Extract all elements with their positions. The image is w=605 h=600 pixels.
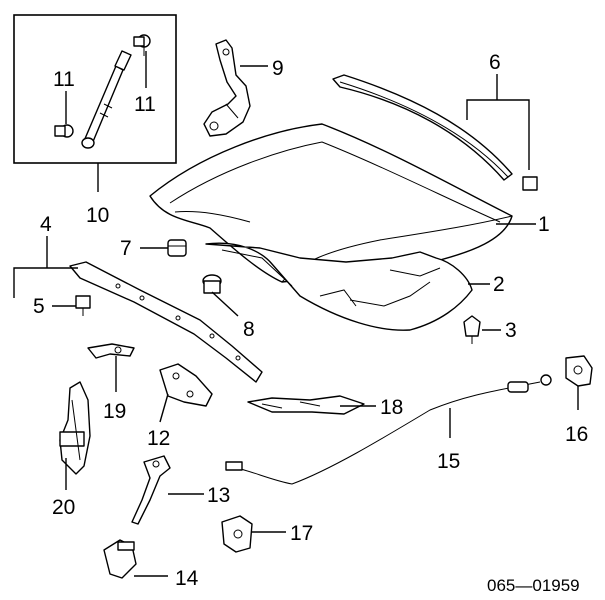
callout-3: 3 [505, 319, 517, 342]
callout-9: 9 [272, 57, 284, 80]
callout-11-right: 11 [134, 93, 156, 116]
safety-hook [131, 455, 171, 525]
leader-12 [159, 393, 169, 423]
callout-19: 19 [103, 400, 126, 423]
hood-striker [103, 539, 137, 579]
callout-20: 20 [52, 496, 75, 519]
callout-7: 7 [120, 237, 132, 260]
callout-17: 17 [290, 522, 313, 545]
kit-box [13, 14, 177, 164]
ball-stud-lower [54, 124, 74, 138]
lock-bracket [87, 343, 135, 359]
hood-cushion [167, 239, 187, 257]
release-lever [247, 395, 365, 415]
callout-8: 8 [243, 318, 255, 341]
hood-bumper [202, 274, 222, 294]
callout-2: 2 [493, 273, 505, 296]
hood-support-strut [81, 50, 132, 149]
callout-6: 6 [489, 51, 501, 74]
callout-11-left: 11 [53, 68, 75, 91]
callout-12: 12 [147, 427, 170, 450]
callout-5: 5 [33, 295, 45, 318]
diagram-code: 065—01959 [487, 576, 580, 595]
lock-support-brace [59, 381, 91, 475]
callout-16: 16 [565, 423, 588, 446]
cable-clamp [221, 515, 253, 553]
callout-13: 13 [207, 484, 230, 507]
callout-14: 14 [175, 567, 199, 590]
callout-1: 1 [538, 213, 550, 236]
lock-support-clip [75, 295, 91, 316]
leader-6 [466, 99, 530, 170]
callout-18: 18 [380, 396, 403, 419]
hood-hinge [203, 39, 251, 137]
hood-panel [149, 123, 513, 283]
callout-4: 4 [40, 213, 52, 236]
hood-insulator [205, 242, 473, 331]
callout-10: 10 [86, 204, 109, 227]
release-handle [565, 355, 593, 387]
leader-4 [13, 267, 78, 298]
push-clip [463, 315, 481, 344]
hood-seal [332, 74, 538, 191]
ball-stud-upper [133, 34, 151, 56]
release-cable [225, 374, 552, 485]
leader-8 [211, 291, 239, 317]
callout-15: 15 [437, 450, 460, 473]
lock-support-bar [69, 261, 263, 383]
hood-lock [159, 363, 213, 407]
